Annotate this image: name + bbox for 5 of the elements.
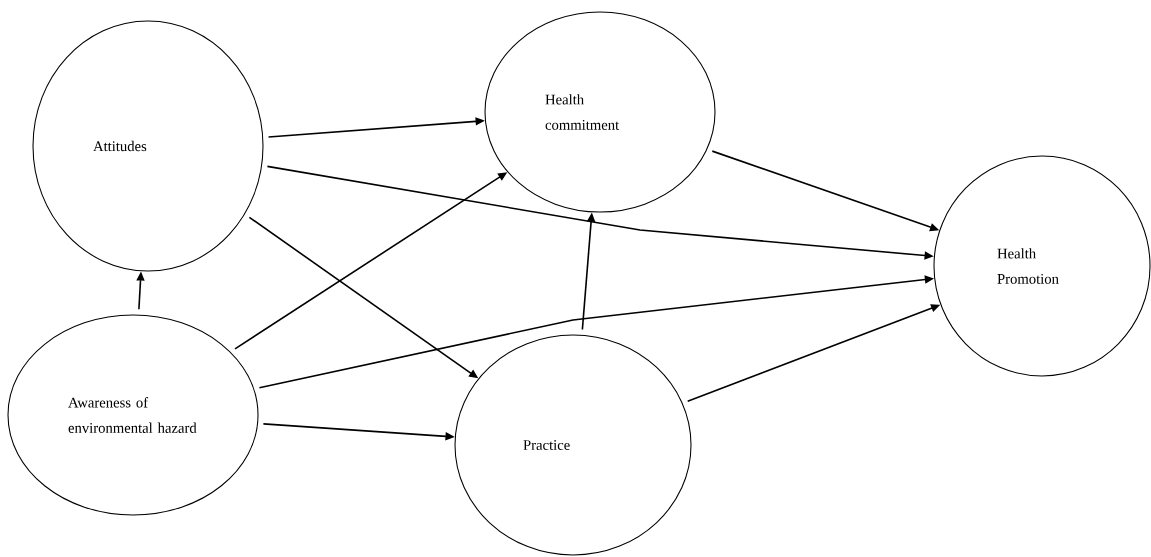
ellipse-node: Health commitment: [484, 11, 716, 213]
ellipse-node: Awareness of environmental hazard: [7, 314, 259, 516]
ellipse-node: Practice: [454, 334, 692, 556]
ellipse-node: Health Promotion: [933, 155, 1151, 377]
ellipse-node: Attitudes: [32, 20, 264, 272]
